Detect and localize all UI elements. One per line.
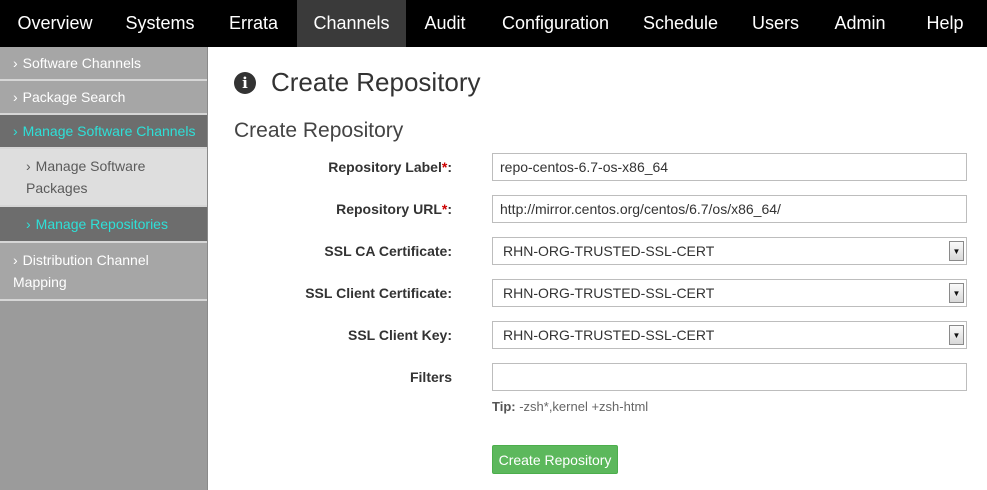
section-title: Create Repository bbox=[234, 119, 404, 142]
tab-errata[interactable]: Errata bbox=[228, 13, 279, 33]
sidebar: ›Software Channels ›Package Search ›Mana… bbox=[0, 47, 208, 490]
repository-label-input[interactable] bbox=[492, 153, 967, 181]
form-row-repository-url: Repository URL*: bbox=[208, 195, 987, 223]
sidebar-item-label: Package Search bbox=[22, 89, 126, 105]
ssl-ca-certificate-label: SSL CA Certificate: bbox=[324, 243, 452, 259]
dropdown-arrow-icon[interactable]: ▼ bbox=[949, 241, 964, 261]
repository-url-input[interactable] bbox=[492, 195, 967, 223]
page-header: i Create Repository bbox=[234, 67, 481, 98]
chevron-right-icon: › bbox=[13, 123, 18, 139]
sidebar-item-label: Manage Software Channels bbox=[22, 123, 196, 139]
filters-label: Filters bbox=[409, 369, 452, 385]
sidebar-item-manage-software-channels[interactable]: ›Manage Software Channels bbox=[0, 115, 207, 149]
sidebar-item-software-channels[interactable]: ›Software Channels bbox=[0, 47, 207, 81]
tab-overview[interactable]: Overview bbox=[17, 13, 93, 33]
sidebar-item-label: Software Channels bbox=[22, 55, 141, 71]
chevron-right-icon: › bbox=[13, 55, 18, 71]
main-content: i Create Repository Create Repository Re… bbox=[208, 47, 987, 490]
tab-users[interactable]: Users bbox=[751, 13, 799, 33]
sidebar-item-package-search[interactable]: ›Package Search bbox=[0, 81, 207, 115]
dropdown-arrow-icon[interactable]: ▼ bbox=[949, 325, 964, 345]
ssl-client-key-select[interactable]: RHN-ORG-TRUSTED-SSL-CERT ▼ bbox=[492, 321, 967, 349]
form-row-filters: Filters bbox=[208, 363, 987, 391]
tab-audit[interactable]: Audit bbox=[424, 13, 466, 33]
repository-url-label: Repository URL*: bbox=[336, 201, 452, 217]
ssl-client-certificate-select[interactable]: RHN-ORG-TRUSTED-SSL-CERT ▼ bbox=[492, 279, 967, 307]
form-row-ssl-ca-certificate: SSL CA Certificate: RHN-ORG-TRUSTED-SSL-… bbox=[208, 237, 987, 265]
tab-configuration[interactable]: Configuration bbox=[501, 13, 610, 33]
ssl-ca-certificate-value: RHN-ORG-TRUSTED-SSL-CERT bbox=[503, 243, 715, 259]
form-row-repository-label: Repository Label*: bbox=[208, 153, 987, 181]
tab-systems[interactable]: Systems bbox=[125, 13, 195, 33]
ssl-client-key-value: RHN-ORG-TRUSTED-SSL-CERT bbox=[503, 327, 715, 343]
tab-admin[interactable]: Admin bbox=[834, 13, 886, 33]
sidebar-item-manage-repositories[interactable]: ›Manage Repositories bbox=[0, 207, 207, 243]
tab-help[interactable]: Help bbox=[926, 13, 964, 33]
create-repository-button[interactable]: Create Repository bbox=[492, 445, 618, 474]
form-row-ssl-client-certificate: SSL Client Certificate: RHN-ORG-TRUSTED-… bbox=[208, 279, 987, 307]
sidebar-item-label: Distribution Channel Mapping bbox=[13, 252, 149, 290]
ssl-ca-certificate-select[interactable]: RHN-ORG-TRUSTED-SSL-CERT ▼ bbox=[492, 237, 967, 265]
sidebar-item-label: Manage Repositories bbox=[35, 216, 168, 232]
chevron-right-icon: › bbox=[13, 252, 18, 268]
ssl-client-certificate-value: RHN-ORG-TRUSTED-SSL-CERT bbox=[503, 285, 715, 301]
sidebar-item-label: Manage Software Packages bbox=[26, 158, 146, 196]
dropdown-arrow-icon[interactable]: ▼ bbox=[949, 283, 964, 303]
filters-tip: Tip: -zsh*,kernel +zsh-html bbox=[492, 399, 649, 414]
ssl-client-key-label: SSL Client Key: bbox=[348, 327, 452, 343]
chevron-right-icon: › bbox=[26, 158, 31, 174]
page-title: Create Repository bbox=[271, 67, 481, 97]
sidebar-item-manage-software-packages[interactable]: ›Manage Software Packages bbox=[0, 149, 207, 207]
chevron-right-icon: › bbox=[13, 89, 18, 105]
tab-schedule[interactable]: Schedule bbox=[642, 13, 719, 33]
filters-input[interactable] bbox=[492, 363, 967, 391]
sidebar-item-distribution-channel-mapping[interactable]: ›Distribution Channel Mapping bbox=[0, 243, 207, 301]
ssl-client-certificate-label: SSL Client Certificate: bbox=[305, 285, 452, 301]
chevron-right-icon: › bbox=[26, 216, 31, 232]
info-icon: i bbox=[234, 71, 256, 94]
repository-label-label: Repository Label*: bbox=[328, 159, 452, 175]
form-row-ssl-client-key: SSL Client Key: RHN-ORG-TRUSTED-SSL-CERT… bbox=[208, 321, 987, 349]
top-nav: Overview Systems Errata Channels Audit C… bbox=[0, 0, 987, 47]
tab-channels[interactable]: Channels bbox=[297, 0, 406, 47]
